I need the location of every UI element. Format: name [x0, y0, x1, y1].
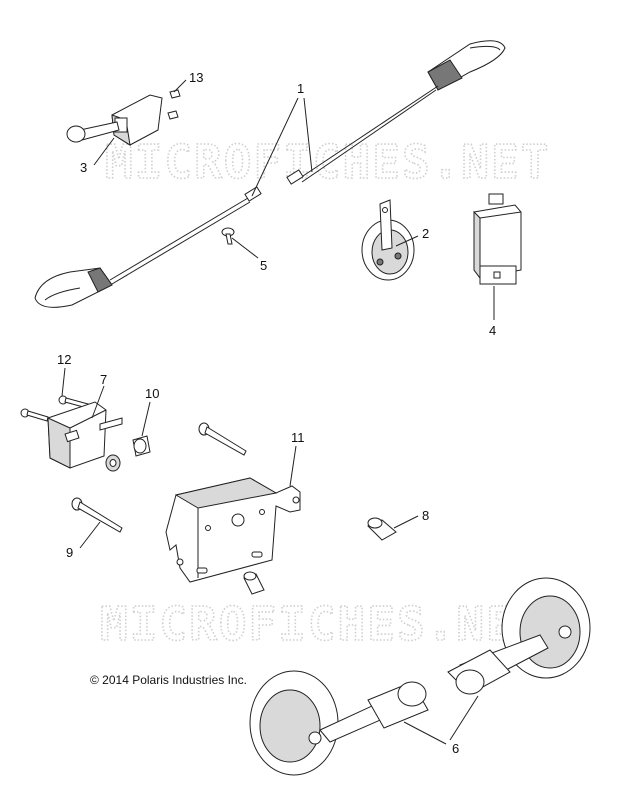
callout-10: 10: [145, 386, 159, 401]
callout-2: 2: [422, 226, 429, 241]
watermark-bottom: MICROFICHES.NET: [100, 597, 545, 651]
spacer-8: [243, 517, 397, 595]
callout-7: 7: [100, 372, 107, 387]
callout-5: 5: [260, 258, 267, 273]
callout-1: 1: [297, 81, 304, 96]
mirror-6: [249, 577, 591, 776]
leader-lines: [61, 79, 495, 745]
relay: [473, 193, 522, 285]
bolt-9: [71, 422, 247, 533]
spacer-10: [105, 435, 151, 472]
callout-8: 8: [422, 508, 429, 523]
callout-3: 3: [80, 160, 87, 175]
callout-4: 4: [489, 323, 496, 338]
callout-13: 13: [189, 70, 203, 85]
turn-signal-switch: [66, 94, 163, 147]
turn-signal-harness: [34, 40, 506, 308]
horn: [361, 199, 415, 281]
callout-9: 9: [66, 545, 73, 560]
screw-5: [221, 227, 235, 245]
mounting-bracket: [165, 477, 301, 583]
copyright-text: © 2014 Polaris Industries Inc.: [90, 673, 247, 687]
callout-6: 6: [452, 741, 459, 756]
watermark-top: MICROFICHES.NET: [105, 135, 550, 189]
callout-11: 11: [291, 430, 305, 445]
screw-13: [167, 89, 181, 120]
relay-bracket: [47, 401, 123, 469]
callout-12: 12: [57, 352, 71, 367]
screw-12: [20, 395, 89, 422]
